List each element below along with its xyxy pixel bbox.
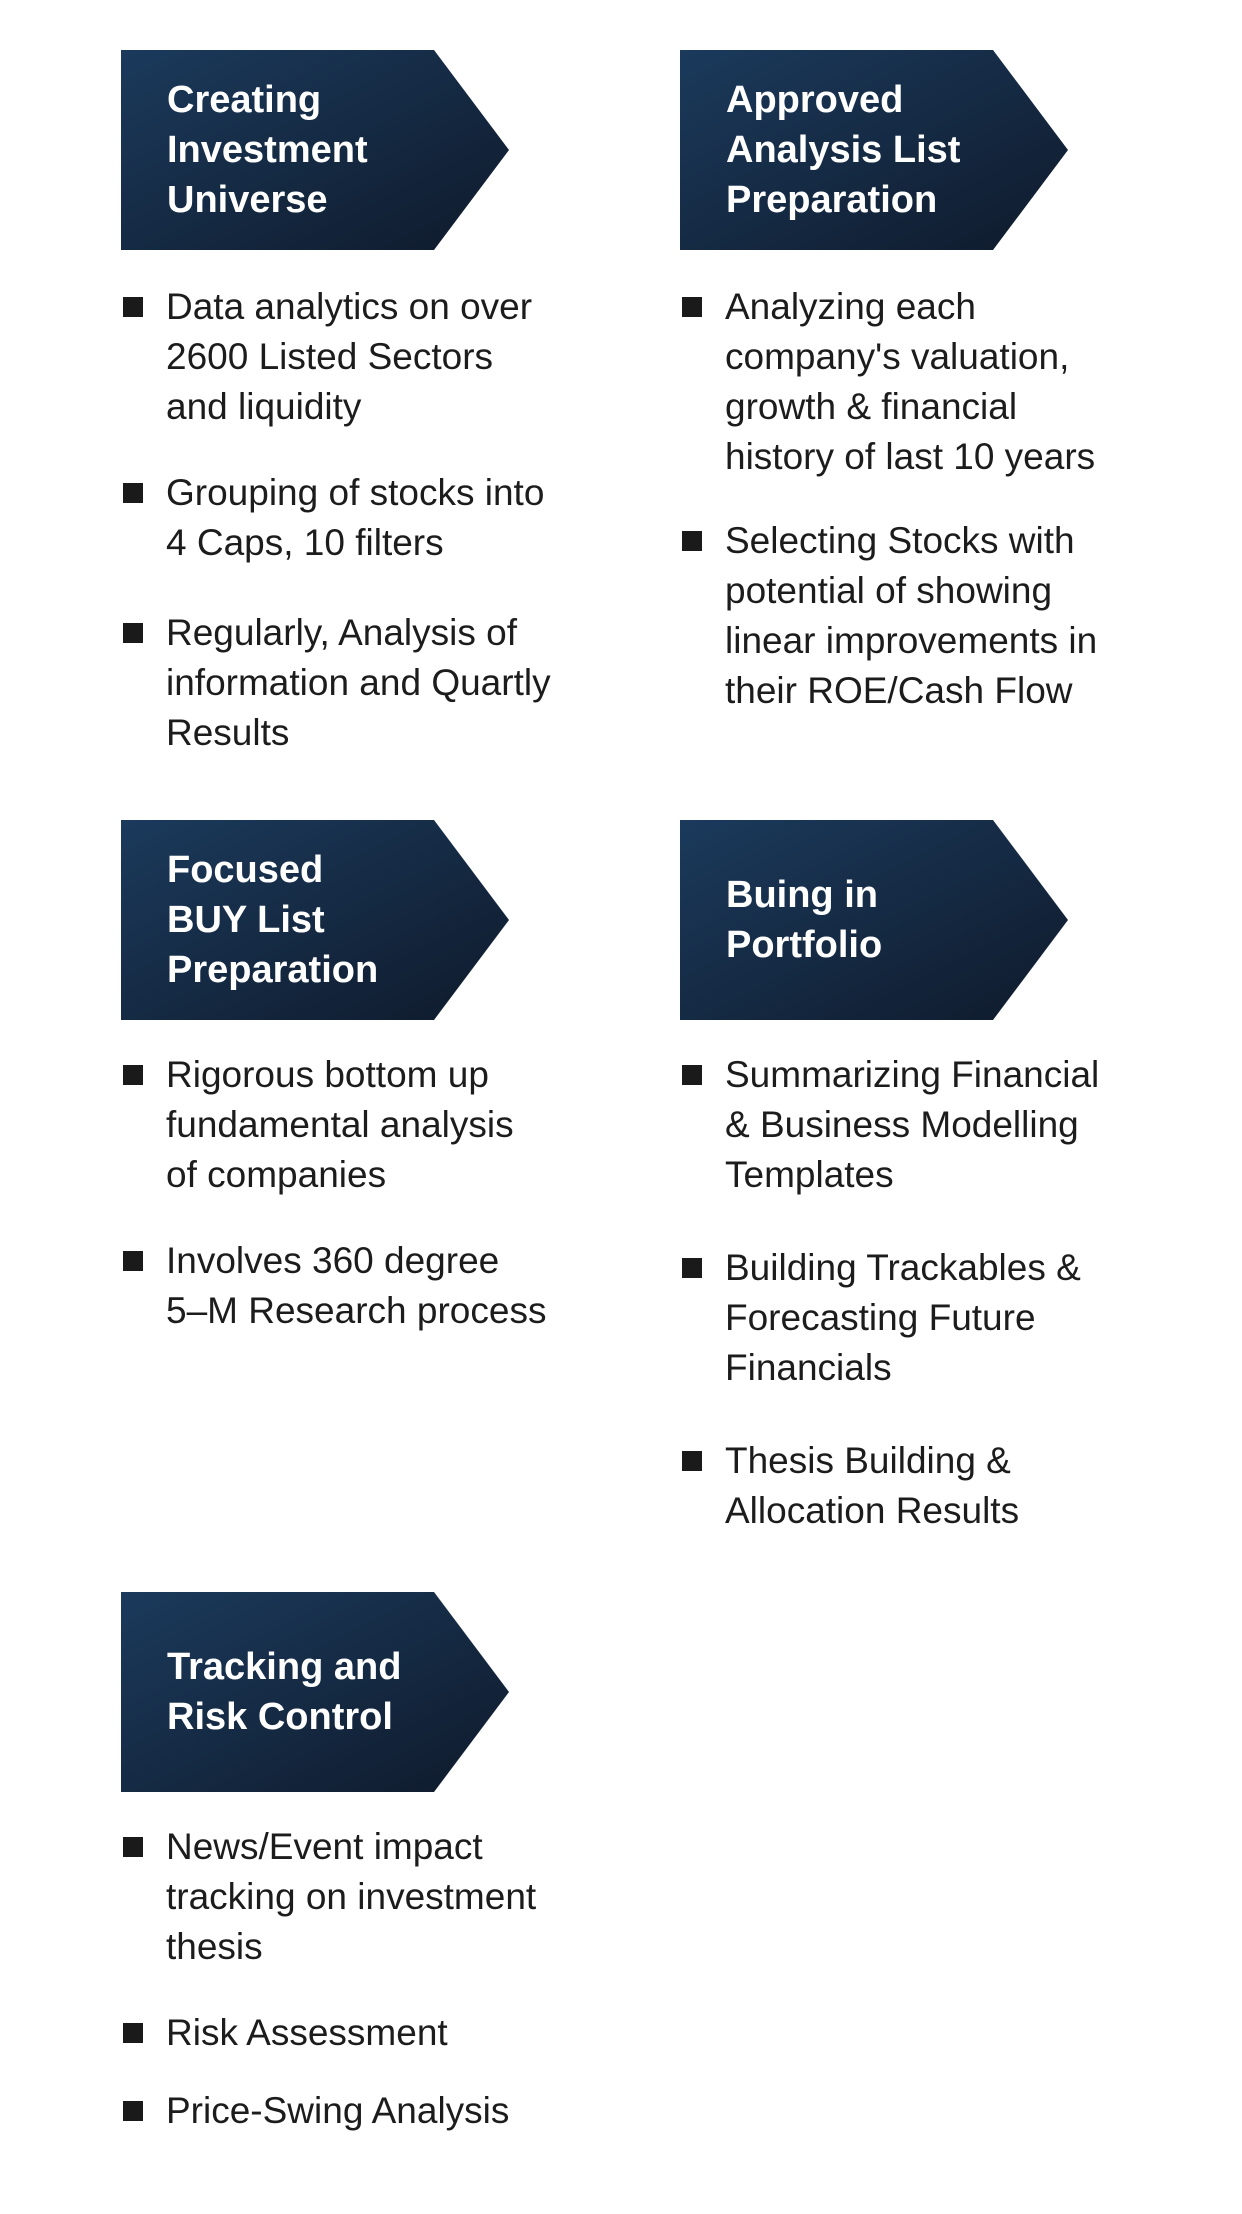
bullet-line: Building Trackables & [725, 1247, 1081, 1288]
arrow-shape [121, 50, 509, 250]
bullet-item: Grouping of stocks into 4 Caps, 10 filte… [121, 468, 621, 568]
step-bullet-list: Analyzing each company's valuation, grow… [680, 282, 1180, 716]
step-title-line: Universe [167, 179, 328, 221]
bullet-line: of companies [166, 1154, 387, 1195]
bullet-line: 4 Caps, 10 filters [166, 522, 444, 563]
step-title-line: Investment [167, 129, 368, 171]
bullet-line: their ROE/Cash Flow [725, 670, 1073, 711]
step-buing-in-portfolio: Buing in Portfolio Summarizing Financial… [680, 820, 1180, 1531]
step-title-line: Risk Control [167, 1696, 393, 1738]
step-creating-investment-universe: Creating Investment Universe Data analyt… [121, 50, 621, 753]
step-title-line: Preparation [167, 949, 379, 991]
bullet-line: history of last 10 years [725, 436, 1096, 477]
square-bullet-icon [123, 1065, 143, 1085]
square-bullet-icon [682, 297, 702, 317]
bullet-item: Building Trackables & Forecasting Future… [680, 1243, 1180, 1393]
square-bullet-icon [123, 2023, 143, 2043]
step-focused-buy-list: Focused BUY List Preparation Rigorous bo… [121, 820, 621, 1331]
bullet-line: Results [166, 712, 290, 753]
bullet-line: Data analytics on over [166, 286, 533, 327]
step-bullet-list: Summarizing Financial & Business Modelli… [680, 1050, 1180, 1536]
bullet-item: Thesis Building & Allocation Results [680, 1436, 1180, 1536]
bullet-line: Grouping of stocks into [166, 472, 545, 513]
bullet-line: potential of showing [725, 570, 1053, 611]
bullet-line: growth & financial [725, 386, 1018, 427]
bullet-line: thesis [166, 1926, 263, 1967]
bullet-line: Risk Assessment [166, 2012, 448, 2053]
step-title: Tracking and Risk Control [167, 1592, 457, 1792]
arrow-shape [121, 1592, 509, 1792]
bullet-item: Regularly, Analysis of information and Q… [121, 608, 621, 758]
arrow-shape [680, 820, 1068, 1020]
step-tracking-risk-control: Tracking and Risk Control News/Event imp… [121, 1592, 621, 2131]
bullet-item: Selecting Stocks with potential of showi… [680, 516, 1180, 716]
bullet-line: information and Quartly [166, 662, 551, 703]
bullet-line: 2600 Listed Sectors [166, 336, 494, 377]
bullet-item: Involves 360 degree 5–M Research process [121, 1236, 621, 1336]
step-bullet-list: Rigorous bottom up fundamental analysis … [121, 1050, 621, 1336]
step-title-line: Analysis List [726, 129, 961, 171]
step-title: Creating Investment Universe [167, 50, 457, 250]
square-bullet-icon [123, 483, 143, 503]
bullet-item: Analyzing each company's valuation, grow… [680, 282, 1180, 482]
step-arrow: Focused BUY List Preparation [121, 820, 509, 1020]
bullet-line: Allocation Results [725, 1490, 1020, 1531]
step-title-line: Tracking and [167, 1646, 402, 1688]
step-title: Approved Analysis List Preparation [726, 50, 1016, 250]
bullet-item: Data analytics on over 2600 Listed Secto… [121, 282, 621, 432]
bullet-line: tracking on investment [166, 1876, 537, 1917]
step-title-line: Creating [167, 79, 322, 121]
step-title-line: Buing in [726, 874, 878, 916]
bullet-line: News/Event impact [166, 1826, 483, 1867]
step-bullet-list: News/Event impact tracking on investment… [121, 1822, 621, 2136]
step-arrow: Tracking and Risk Control [121, 1592, 509, 1792]
step-arrow: Buing in Portfolio [680, 820, 1068, 1020]
square-bullet-icon [123, 2101, 143, 2121]
square-bullet-icon [682, 1258, 702, 1278]
bullet-line: Regularly, Analysis of [166, 612, 517, 653]
step-title-line: Preparation [726, 179, 938, 221]
arrow-shape [121, 820, 509, 1020]
step-title-line: Focused [167, 849, 324, 891]
bullet-item: Rigorous bottom up fundamental analysis … [121, 1050, 621, 1200]
step-title: Buing in Portfolio [726, 820, 1016, 1020]
step-title: Focused BUY List Preparation [167, 820, 457, 1020]
bullet-line: Price-Swing Analysis [166, 2090, 510, 2131]
bullet-line: Forecasting Future [725, 1297, 1036, 1338]
square-bullet-icon [682, 1451, 702, 1471]
step-bullet-list: Data analytics on over 2600 Listed Secto… [121, 282, 621, 758]
bullet-line: & Business Modelling [725, 1104, 1079, 1145]
square-bullet-icon [123, 1251, 143, 1271]
step-arrow: Approved Analysis List Preparation [680, 50, 1068, 250]
bullet-line: fundamental analysis [166, 1104, 514, 1145]
bullet-line: linear improvements in [725, 620, 1098, 661]
step-approved-analysis-list: Approved Analysis List Preparation Analy… [680, 50, 1180, 711]
bullet-line: Involves 360 degree [166, 1240, 500, 1281]
square-bullet-icon [123, 623, 143, 643]
step-arrow: Creating Investment Universe [121, 50, 509, 250]
bullet-item: Risk Assessment [121, 2008, 621, 2058]
square-bullet-icon [682, 531, 702, 551]
bullet-item: Summarizing Financial & Business Modelli… [680, 1050, 1180, 1200]
bullet-line: Selecting Stocks with [725, 520, 1075, 561]
step-title-line: BUY List [167, 899, 325, 941]
square-bullet-icon [682, 1065, 702, 1085]
square-bullet-icon [123, 297, 143, 317]
bullet-line: and liquidity [166, 386, 362, 427]
bullet-line: Analyzing each [725, 286, 976, 327]
step-title-line: Portfolio [726, 924, 883, 966]
bullet-item: Price-Swing Analysis [121, 2086, 621, 2136]
bullet-line: company's valuation, [725, 336, 1070, 377]
square-bullet-icon [123, 1837, 143, 1857]
bullet-item: News/Event impact tracking on investment… [121, 1822, 621, 1972]
step-title-line: Approved [726, 79, 904, 121]
arrow-shape [680, 50, 1068, 250]
bullet-line: Summarizing Financial [725, 1054, 1100, 1095]
bullet-line: Rigorous bottom up [166, 1054, 489, 1095]
bullet-line: 5–M Research process [166, 1290, 547, 1331]
bullet-line: Financials [725, 1347, 892, 1388]
bullet-line: Thesis Building & [725, 1440, 1011, 1481]
bullet-line: Templates [725, 1154, 894, 1195]
